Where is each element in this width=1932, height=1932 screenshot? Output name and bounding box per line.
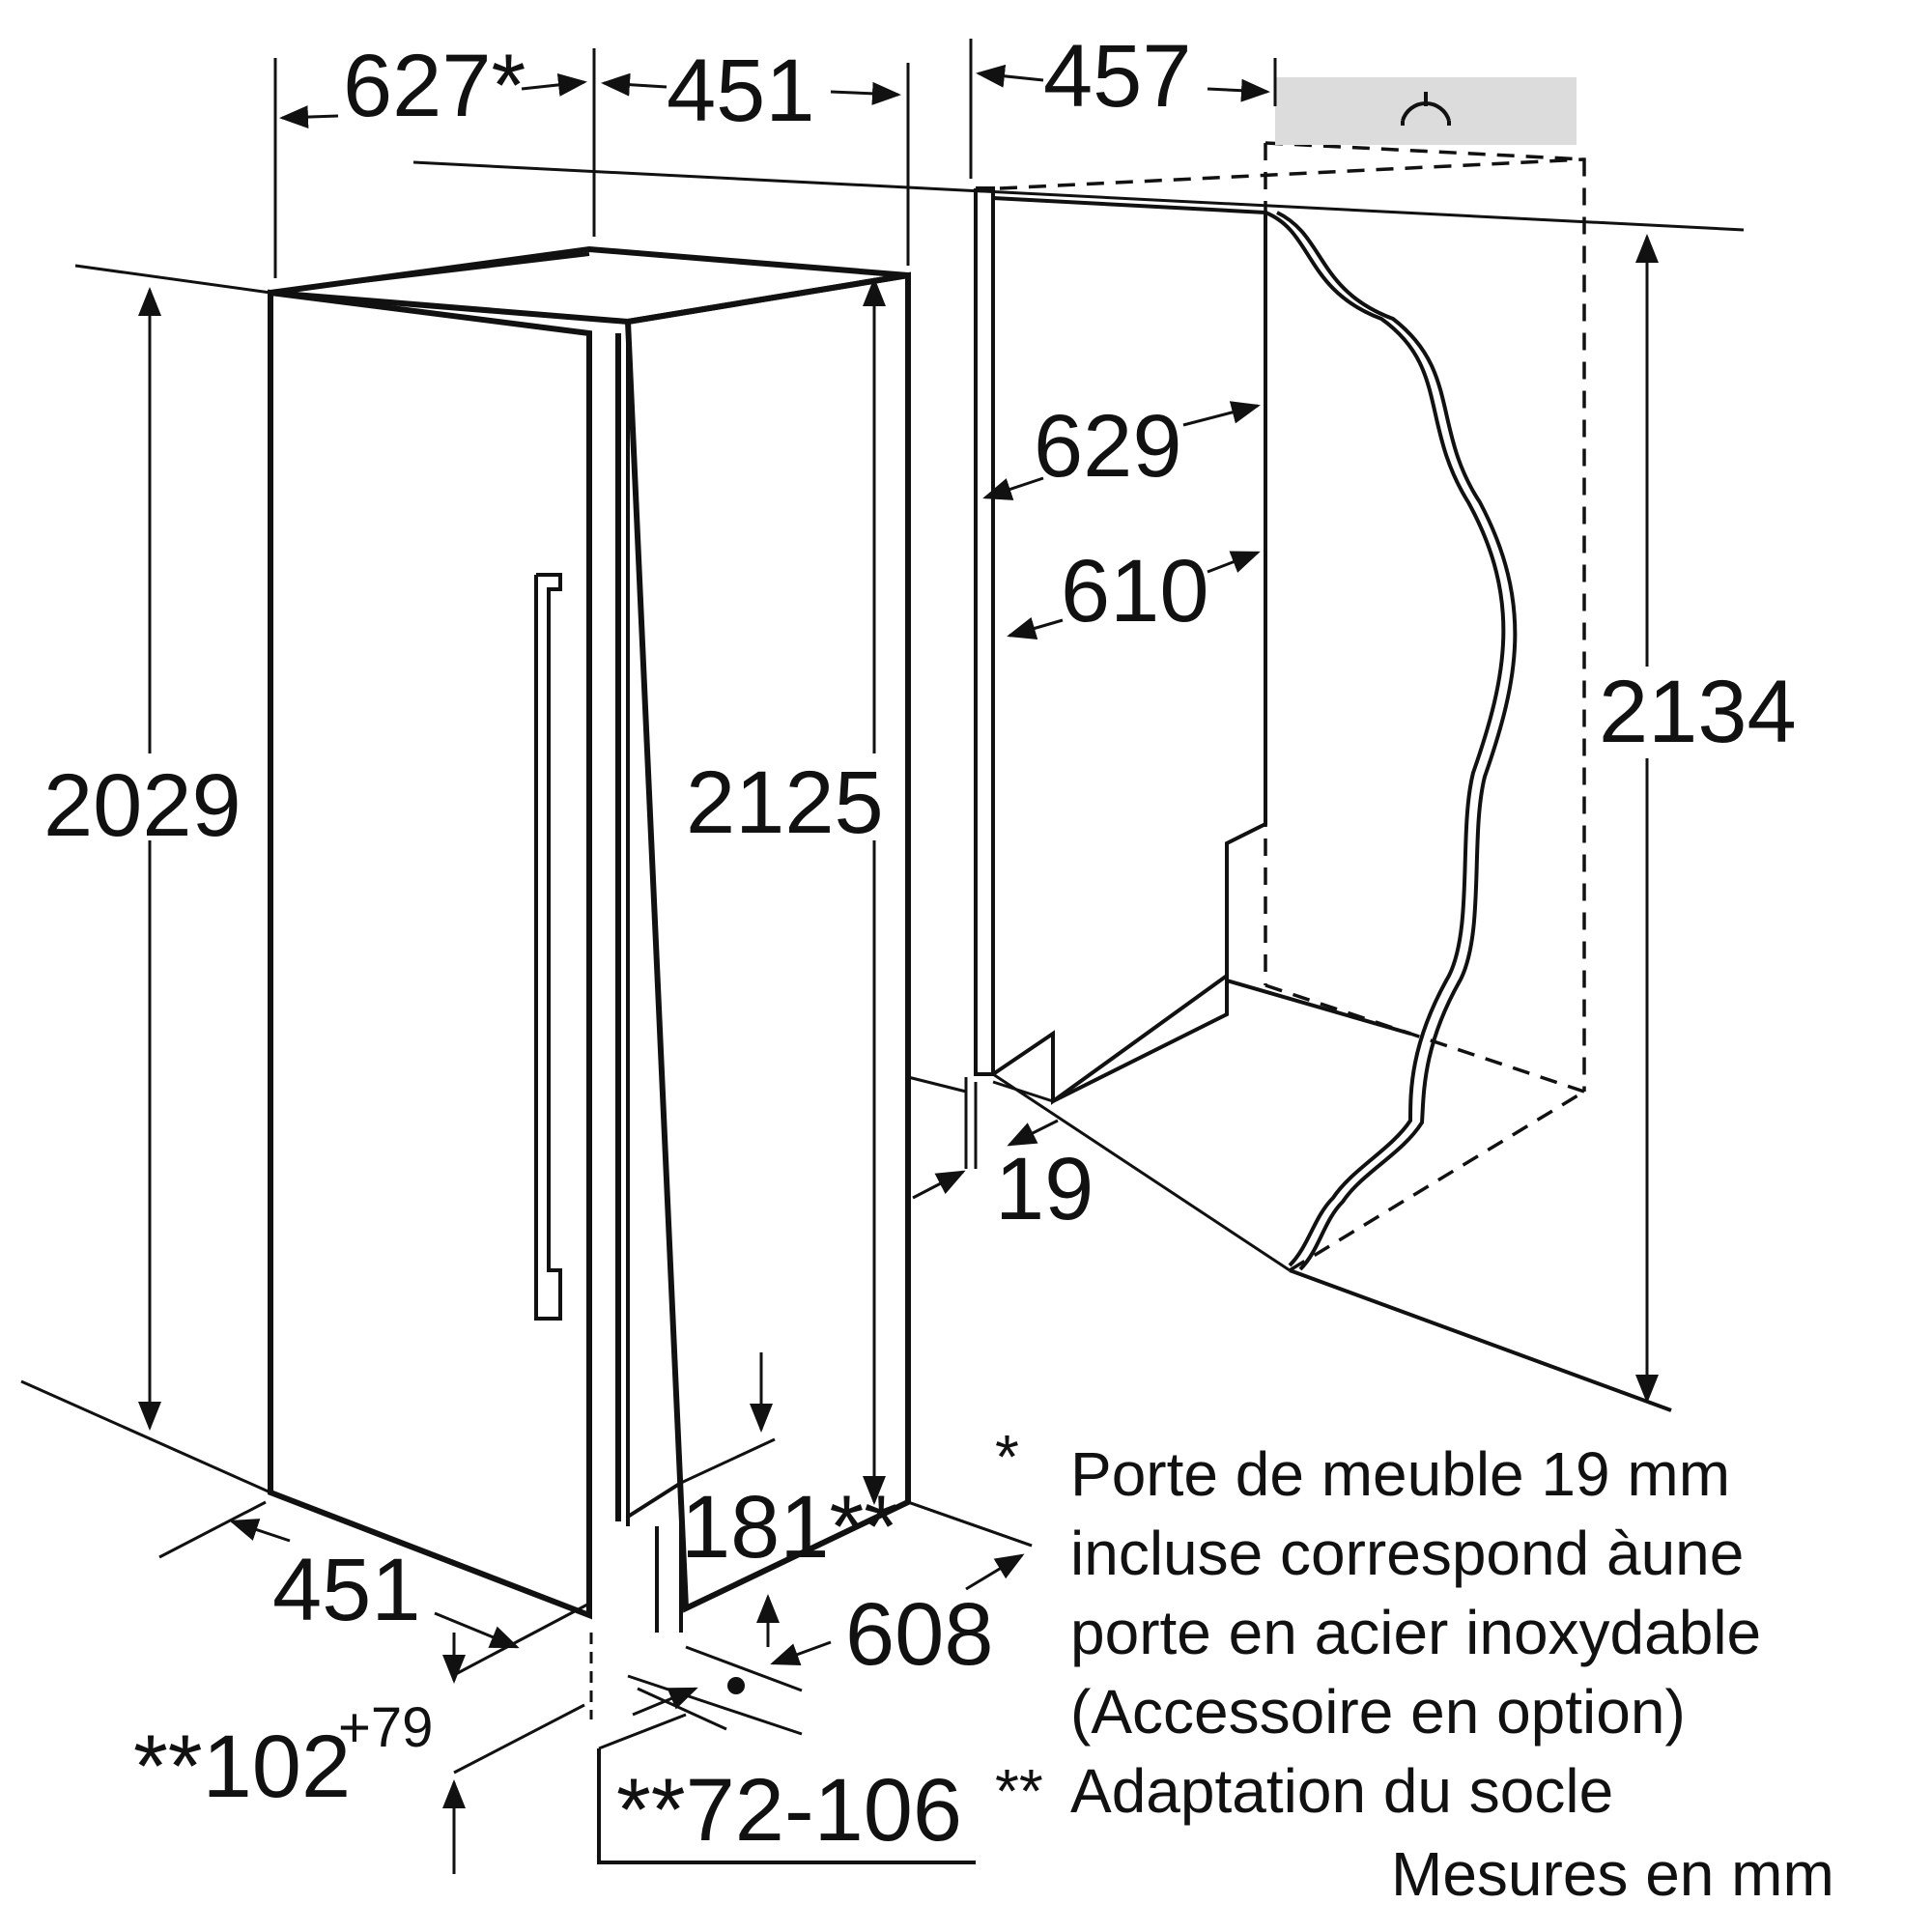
note-star1-line2: incluse correspond àune (1070, 1519, 1744, 1588)
note-star1-marker: * (995, 1422, 1019, 1492)
dim-plinth-range: **72-106 (616, 1761, 962, 1860)
note-star1-line1: Porte de meuble 19 mm (1070, 1439, 1730, 1509)
note-star1-line4: (Accessoire en option) (1070, 1677, 1686, 1747)
power-cable (1264, 211, 1518, 1271)
power-outlet-icon (1401, 92, 1451, 126)
dim-bottom-depth: 608 (845, 1585, 994, 1684)
note-star1-line3: porte en acier inoxydable (1070, 1598, 1761, 1667)
outlet-box (1275, 77, 1577, 145)
dim-niche-height: 2134 (1599, 663, 1797, 761)
dim-door-thickness: 19 (995, 1140, 1094, 1238)
leveling-foot-dot (727, 1677, 745, 1694)
note-star2-line1: Adaptation du socle (1070, 1756, 1613, 1826)
dim-bottom-width: 451 (272, 1541, 421, 1639)
dim-top-width: 451 (667, 42, 815, 140)
niche (412, 141, 1745, 1412)
dim-niche-depth-a: 629 (1034, 397, 1182, 496)
note-star2-marker: ** (995, 1756, 1043, 1826)
dim-height-with-door: 2125 (686, 753, 884, 852)
dim-plinth-height: **102 (133, 1718, 351, 1816)
appliance-body (268, 245, 911, 1633)
dim-unit-height: 2029 (43, 756, 242, 855)
dim-niche-depth-b: 610 (1061, 542, 1209, 640)
legend-notes: * Porte de meuble 19 mm incluse correspo… (995, 1422, 1834, 1909)
units-label: Mesures en mm (1391, 1839, 1834, 1909)
dim-top-depth-with-door: 627* (343, 37, 526, 135)
door-handle (534, 573, 562, 1321)
dim-plinth-height-tolerance: +79 (338, 1696, 433, 1759)
dim-niche-width: 457 (1043, 27, 1192, 126)
dim-vent-height: 181** (681, 1478, 898, 1577)
